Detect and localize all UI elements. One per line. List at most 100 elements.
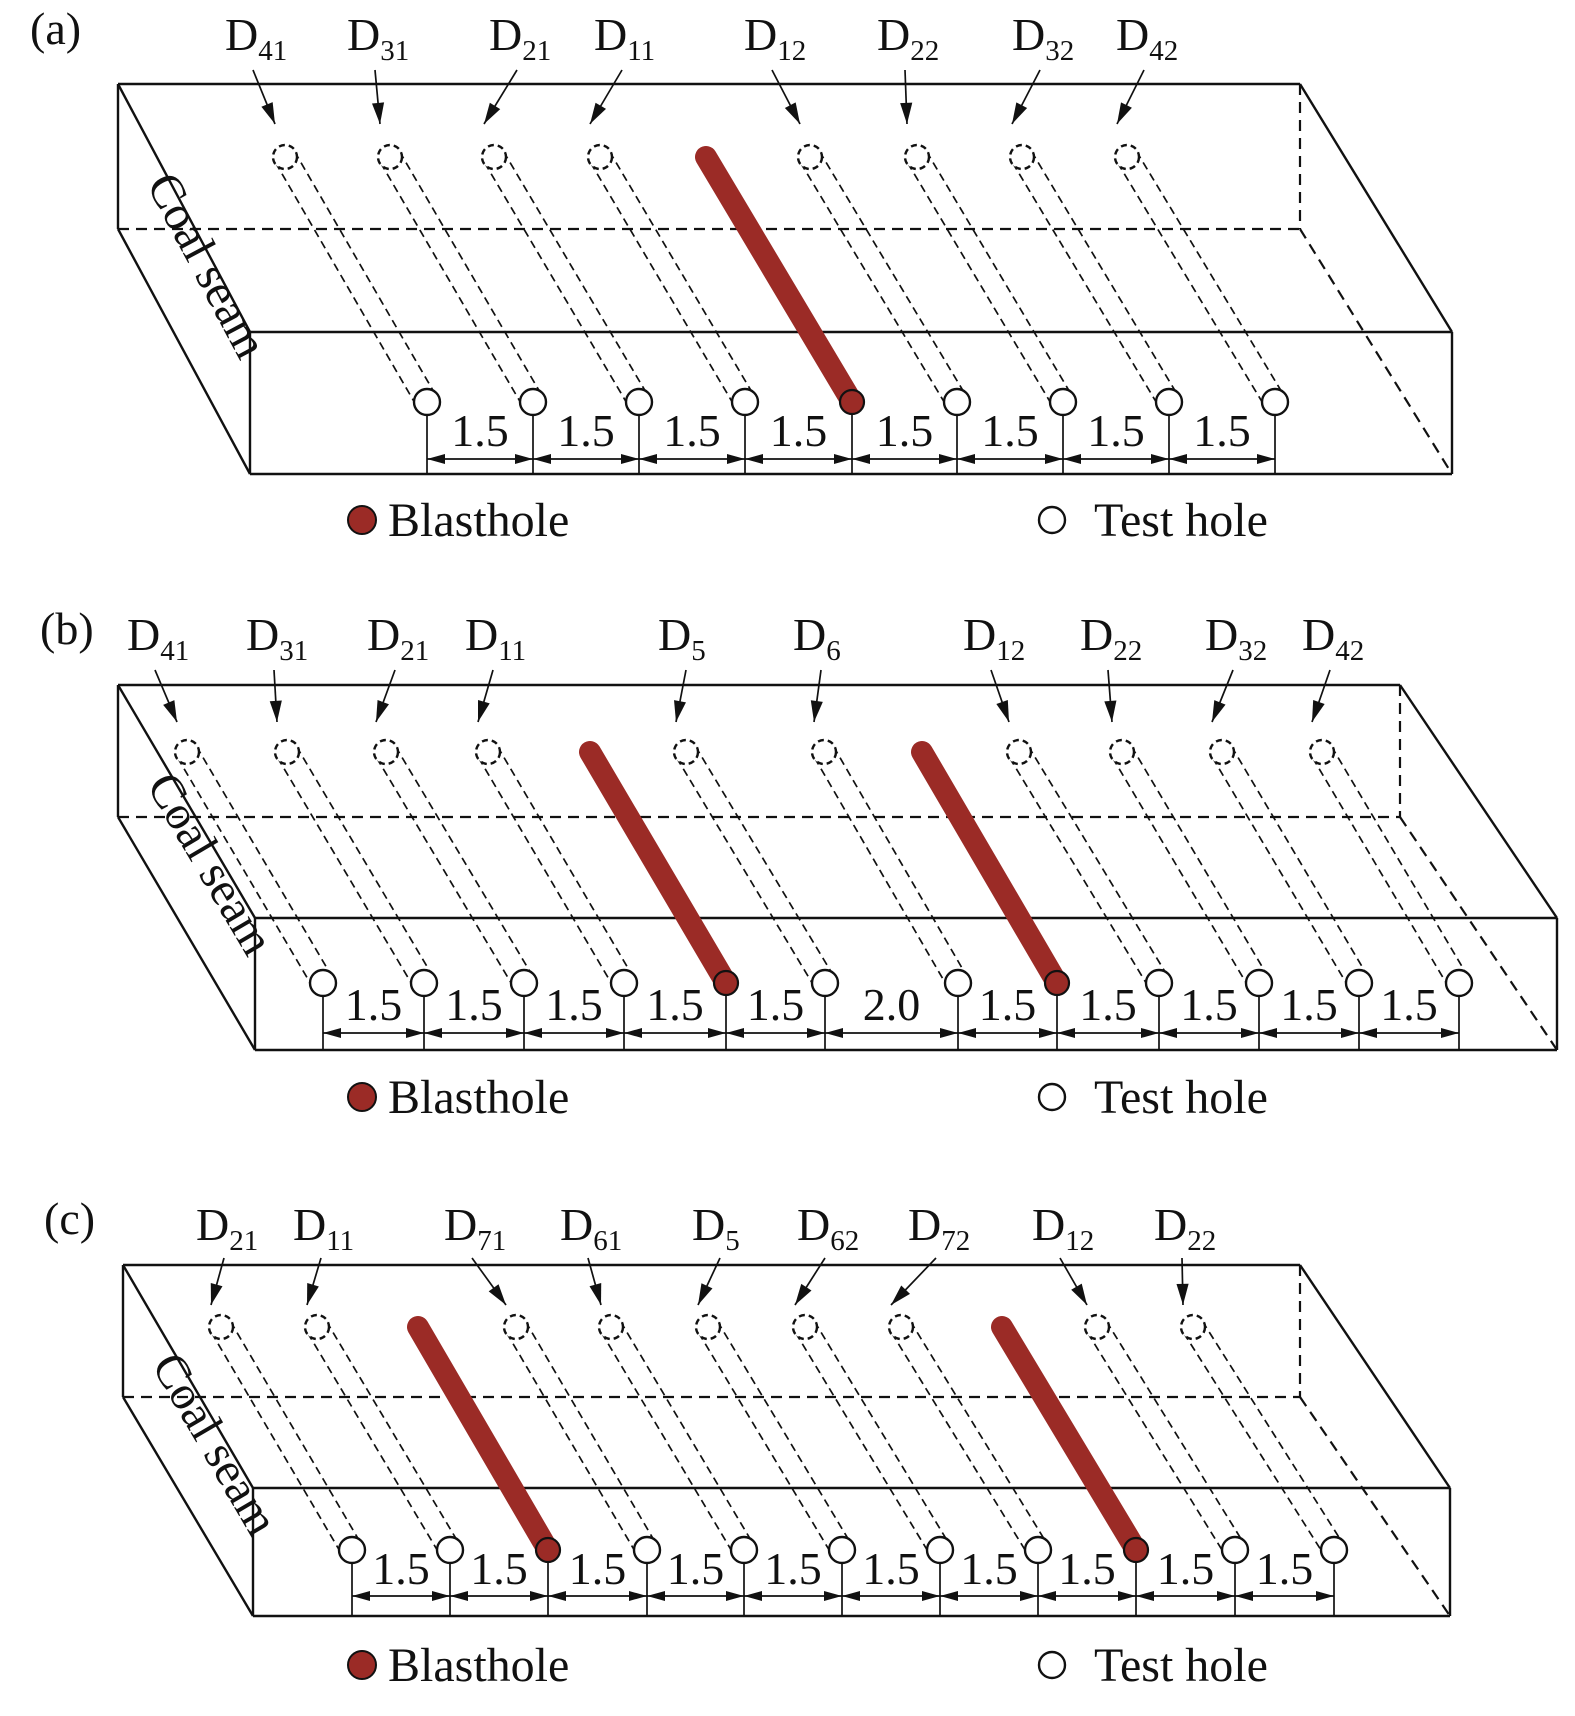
- spacing-value: 1.5: [1280, 979, 1338, 1030]
- hole-label: D21: [367, 609, 429, 667]
- arrow-head: [891, 1285, 911, 1305]
- test-hole-wall: [890, 1332, 1030, 1557]
- arrow-head: [647, 1591, 665, 1601]
- test-hole-end: [586, 143, 614, 171]
- test-hole-wall: [906, 162, 1055, 409]
- spacing-value: 1.5: [445, 979, 503, 1030]
- arrow-head: [506, 1028, 524, 1038]
- test-hole-wall: [716, 1320, 853, 1545]
- test-hole-wall: [675, 757, 817, 990]
- arrow-head: [478, 700, 490, 722]
- test-hole-mouth: [943, 968, 973, 998]
- test-hole-mouth: [518, 387, 548, 417]
- arrow-head: [515, 454, 533, 464]
- test-hole-wall: [1086, 1332, 1227, 1557]
- test-hole-end: [372, 738, 400, 766]
- test-hole-mouth: [409, 968, 439, 998]
- test-hole-wall: [276, 757, 416, 990]
- test-hole-wall: [505, 1332, 639, 1557]
- test-hole-wall: [375, 757, 516, 990]
- legend-blasthole-marker: [347, 505, 377, 535]
- test-hole-wall: [1211, 757, 1351, 990]
- arrow-head: [1176, 1283, 1189, 1305]
- test-hole-end: [1208, 738, 1236, 766]
- hole-label: D42: [1116, 9, 1178, 67]
- box-edge: [1298, 83, 1454, 333]
- test-hole-wall: [813, 1320, 951, 1545]
- legend-test-hole-label: Test hole: [1094, 1639, 1268, 1692]
- test-hole-wall: [524, 1320, 658, 1545]
- hole-label: D41: [225, 9, 287, 67]
- arrow-head: [590, 102, 607, 124]
- arrow-head: [1341, 1028, 1359, 1038]
- arrow-head: [1039, 1028, 1057, 1038]
- legend-blasthole-label: Blasthole: [388, 1071, 569, 1124]
- arrow-head: [1316, 1591, 1334, 1601]
- arrow-head: [834, 454, 852, 464]
- arrow-head: [1136, 1591, 1154, 1601]
- spacing-value: 1.5: [557, 405, 615, 456]
- test-hole-end: [1179, 1313, 1207, 1341]
- hole-label: D31: [246, 609, 308, 667]
- blasthole-bar: [911, 741, 1068, 994]
- test-hole-end: [480, 143, 508, 171]
- spacing-value: 1.5: [1380, 979, 1438, 1030]
- test-hole-wall: [1330, 745, 1470, 978]
- arrow-head: [548, 1591, 566, 1601]
- test-hole-wall: [818, 150, 968, 397]
- test-hole-end: [1005, 738, 1033, 766]
- test-hole-wall: [694, 745, 836, 978]
- coal-seam-label: Coal seam: [136, 164, 277, 367]
- test-hole-mouth: [1144, 968, 1174, 998]
- hole-label: D5: [692, 1199, 740, 1257]
- arrow-head: [1071, 1283, 1087, 1305]
- test-hole-wall: [697, 1332, 834, 1557]
- spacing-value: 1.5: [372, 1543, 430, 1594]
- spacing-value: 1.5: [1193, 405, 1251, 456]
- legend-blasthole-marker: [347, 1650, 377, 1680]
- box-edge: [116, 83, 252, 333]
- arrow-head: [784, 102, 800, 124]
- legend-test-hole-marker: [1037, 1650, 1067, 1680]
- arrow-head: [996, 700, 1009, 722]
- arrow-head: [1235, 1591, 1253, 1601]
- box-edge-hidden: [1299, 228, 1453, 475]
- arrow-head: [1141, 1028, 1159, 1038]
- hole-label: D11: [465, 609, 526, 667]
- hole-label: D71: [444, 1199, 506, 1257]
- hole-label: D11: [594, 9, 655, 67]
- arrow-head: [307, 1283, 319, 1305]
- hole-label: D21: [196, 1199, 258, 1257]
- test-hole-mouth: [609, 968, 639, 998]
- arrow-head: [524, 1028, 542, 1038]
- arrow-head: [1104, 700, 1117, 722]
- test-hole-wall: [799, 162, 949, 409]
- test-hole-wall: [274, 162, 419, 408]
- test-hole-wall: [1030, 150, 1180, 397]
- test-hole-wall: [496, 745, 635, 978]
- spacing-value: 1.5: [569, 1543, 627, 1594]
- coal-seam-label: Coal seam: [137, 764, 285, 964]
- legend-blasthole-label: Blasthole: [388, 494, 569, 547]
- hole-label: D42: [1302, 609, 1364, 667]
- arrow-head: [824, 1591, 842, 1601]
- test-hole-wall: [589, 162, 737, 409]
- arrow-head: [807, 1028, 825, 1038]
- arrow-head: [825, 1028, 843, 1038]
- spacing-value: 1.5: [1157, 1543, 1215, 1594]
- spacing-value: 1.5: [862, 1543, 920, 1594]
- test-hole-wall: [483, 162, 631, 409]
- test-hole-wall: [295, 745, 435, 978]
- arrow-head: [1241, 1028, 1259, 1038]
- arrow-head: [629, 1591, 647, 1601]
- test-hole-mouth: [925, 1535, 955, 1565]
- spacing-value: 1.5: [1256, 1543, 1314, 1594]
- test-hole-end: [887, 1313, 915, 1341]
- arrow-head: [606, 1028, 624, 1038]
- test-hole-mouth: [308, 968, 338, 998]
- spacing-value: 1.5: [747, 979, 805, 1030]
- blasthole-mouth: [534, 1536, 562, 1564]
- spacing-value: 1.5: [470, 1543, 528, 1594]
